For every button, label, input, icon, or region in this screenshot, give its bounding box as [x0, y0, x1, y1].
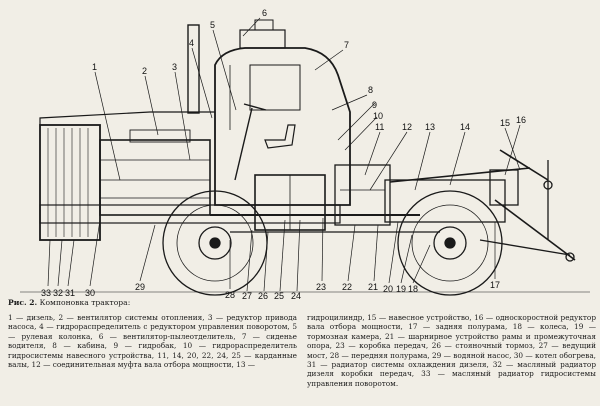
callout-20: 20	[383, 284, 393, 294]
callout-31: 31	[65, 288, 75, 298]
callout-24: 24	[291, 291, 301, 300]
callout-33: 33	[41, 288, 51, 298]
callout-7: 7	[344, 40, 349, 50]
callout-5: 5	[210, 20, 215, 30]
callout-15: 15	[500, 118, 510, 128]
callout-16: 16	[516, 115, 526, 125]
callout-32: 32	[53, 288, 63, 298]
callout-18: 18	[408, 284, 418, 294]
caption-left-column: 1 — дизель, 2 — вентилятор системы отопл…	[8, 313, 297, 388]
figure-caption: Рис. 2. Компоновка трактора: 1 — дизель,…	[8, 298, 596, 404]
callout-26: 26	[258, 291, 268, 300]
caption-label: Рис. 2.	[8, 298, 38, 307]
callout-22: 22	[342, 282, 352, 292]
callout-27: 27	[242, 291, 252, 300]
callout-2: 2	[142, 66, 147, 76]
exhaust-pipe	[187, 24, 200, 114]
engine	[99, 139, 211, 216]
caption-right-text: гидроцилиндр, 15 — навесное устройство, …	[307, 313, 596, 388]
callout-9: 9	[372, 100, 377, 110]
rear-wheel	[397, 190, 503, 296]
callout-17: 17	[490, 280, 500, 290]
callout-11: 11	[375, 122, 384, 132]
callout-30: 30	[85, 288, 95, 298]
callout-12: 12	[402, 122, 412, 132]
caption-right-column: гидроцилиндр, 15 — навесное устройство, …	[307, 313, 596, 388]
callout-10: 10	[373, 111, 383, 121]
callout-23: 23	[316, 282, 326, 292]
tractor-layout-drawing: 1 2 3 4 5 6 7 8 9 10 11 12 13 14 15 16 3…	[20, 8, 590, 300]
callout-25: 25	[274, 291, 284, 300]
callout-29: 29	[135, 282, 145, 292]
cab	[214, 47, 351, 206]
callout-1: 1	[92, 62, 97, 72]
callout-13: 13	[425, 122, 435, 132]
caption-heading: Рис. 2. Компоновка трактора:	[8, 298, 596, 307]
callout-14: 14	[460, 122, 470, 132]
callout-4: 4	[189, 38, 194, 48]
callout-21: 21	[368, 282, 378, 292]
caption-left-text: 1 — дизель, 2 — вентилятор системы отопл…	[8, 313, 297, 370]
caption-title: Компоновка трактора:	[39, 298, 131, 307]
callout-28: 28	[225, 290, 235, 300]
callout-6: 6	[262, 8, 267, 18]
callout-8: 8	[368, 85, 373, 95]
callout-19: 19	[396, 284, 406, 294]
callout-3: 3	[172, 62, 177, 72]
